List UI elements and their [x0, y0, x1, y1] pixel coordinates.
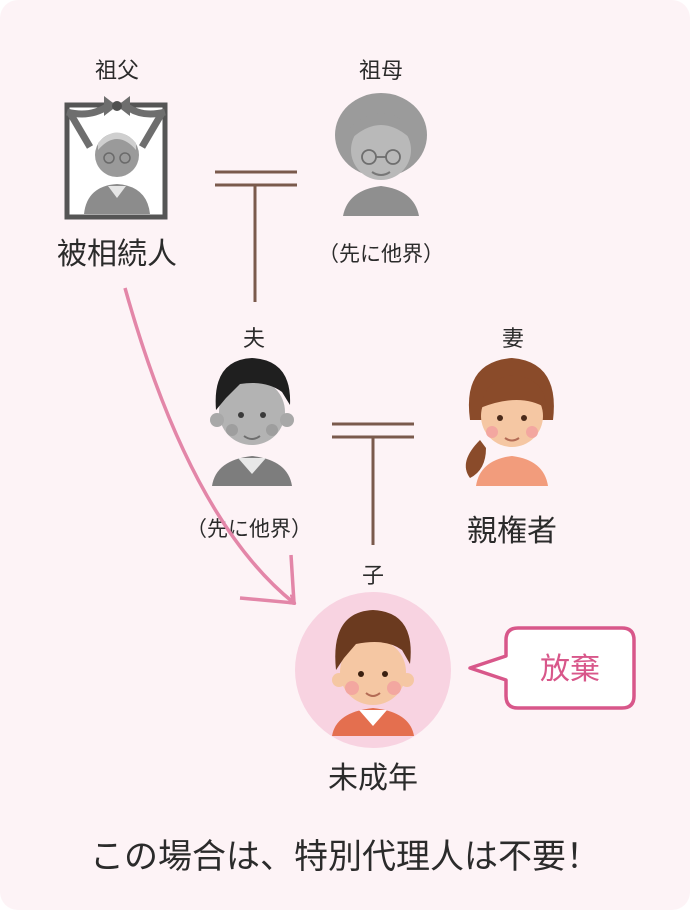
child-relation-label: 子: [362, 564, 384, 589]
renunciation-speech-bubble: 放棄: [468, 626, 636, 710]
grandfather-relation-label: 祖父: [95, 59, 139, 84]
child-caption: 未成年: [328, 761, 418, 796]
child-icon: [295, 592, 451, 748]
husband-caption: （先に他界）: [186, 517, 312, 541]
grandmother-caption: （先に他界）: [318, 242, 444, 266]
arrowhead-icon: [239, 554, 296, 605]
wife-relation-label: 妻: [502, 327, 524, 352]
wife-caption: 親権者: [467, 514, 557, 549]
grandmother-relation-label: 祖母: [359, 59, 403, 84]
parents-marriage-connector: [332, 422, 414, 545]
husband-icon: [210, 358, 294, 486]
grandparents-marriage-connector: [215, 170, 297, 302]
inheritance-arrow: [123, 287, 294, 603]
grandfather-caption: 被相続人: [57, 237, 177, 272]
footer-note: この場合は、特別代理人は不要！: [90, 837, 600, 877]
speech-bubble-text: 放棄: [540, 652, 600, 687]
memorial-portrait-icon: [64, 96, 168, 220]
grandmother-icon: [335, 93, 427, 216]
wife-icon: [465, 358, 554, 486]
husband-relation-label: 夫: [243, 327, 265, 352]
